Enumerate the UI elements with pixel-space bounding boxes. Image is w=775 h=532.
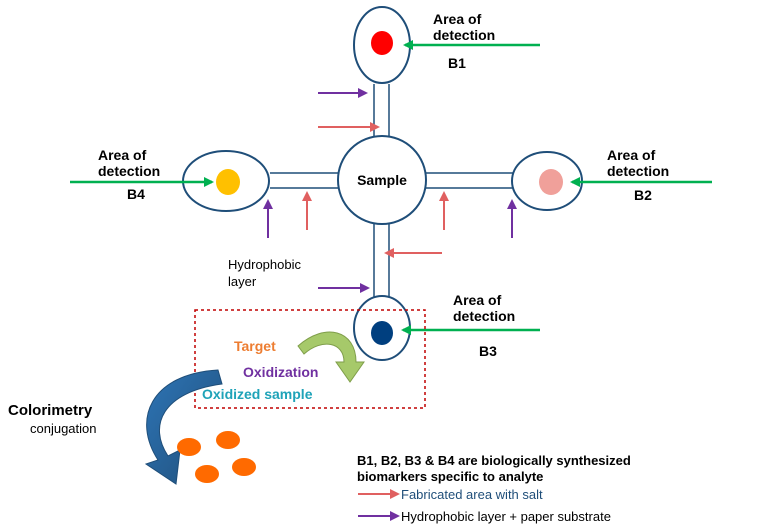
b2-dot (539, 169, 563, 195)
sample-label: Sample (357, 172, 407, 188)
oxidization-label: Oxidization (243, 364, 318, 380)
b4-label-line2: detection (98, 163, 160, 179)
hydrophobic-label-line2: layer (228, 274, 257, 289)
b3-dot (371, 321, 393, 345)
oxidized-sample-label: Oxidized sample (202, 386, 313, 402)
b2-code: B2 (634, 187, 652, 203)
b1-dot (371, 31, 393, 55)
colorimetric-blob-2 (216, 431, 240, 449)
b2-label-line1: Area of (607, 147, 656, 163)
b4-code: B4 (127, 186, 145, 202)
b4-label-line1: Area of (98, 147, 147, 163)
b1-code: B1 (448, 55, 466, 71)
colorimetric-blob-4 (232, 458, 256, 476)
colorimetric-blob-3 (195, 465, 219, 483)
target-label: Target (234, 338, 276, 354)
legend-hydrophobic-label: Hydrophobic layer + paper substrate (401, 509, 611, 524)
channels (270, 84, 515, 300)
sample-chamber (337, 135, 427, 225)
reaction-curved-arrow (297, 331, 365, 383)
legend-salt-label: Fabricated area with salt (401, 487, 543, 502)
b3-label-line2: detection (453, 308, 515, 324)
legend-line1: B1, B2, B3 & B4 are biologically synthes… (357, 453, 631, 468)
colorimetry-title: Colorimetry (8, 402, 93, 419)
colorimetry-subtitle: conjugation (30, 421, 97, 436)
b3-label-line1: Area of (453, 292, 502, 308)
b1-label-line2: detection (433, 27, 495, 43)
b2-label-line2: detection (607, 163, 669, 179)
b1-label-line1: Area of (433, 11, 482, 27)
colorimetry-curved-arrow (144, 369, 223, 485)
colorimetric-blob-1 (177, 438, 201, 456)
legend-line2: biomarkers specific to analyte (357, 469, 543, 484)
b3-code: B3 (479, 343, 497, 359)
reaction-box (194, 309, 426, 409)
b4-dot (216, 169, 240, 195)
hydrophobic-label-line1: Hydrophobic (228, 257, 301, 272)
